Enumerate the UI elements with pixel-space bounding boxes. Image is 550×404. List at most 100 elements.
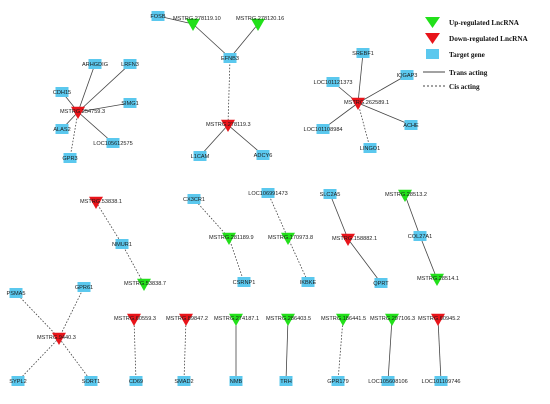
up-triangle-icon — [186, 18, 200, 31]
target-gene-node: NMB — [229, 376, 243, 386]
target-gene-node: ALAS2 — [53, 124, 71, 134]
up-lncrna-node: MSTRG.278119.10 — [173, 16, 221, 31]
down-lncrna-node: MSTRG.89847.2 — [166, 313, 208, 326]
trans-edge — [77, 63, 131, 113]
target-square-icon — [323, 189, 337, 199]
node-label: SLC2A5 — [320, 192, 341, 198]
trans-edge — [357, 74, 408, 104]
down-lncrna-node: MSTRG.158882.1 — [332, 233, 377, 246]
node-label: CD69 — [129, 379, 143, 385]
target-square-icon — [413, 231, 427, 241]
up-lncrna-node: MSTRG.28513.2 — [385, 189, 427, 202]
node-label: MSTRG.254759.3 — [60, 109, 105, 115]
legend-down-label: Down-regulated LncRNA — [449, 35, 529, 43]
target-square-icon — [123, 59, 137, 69]
up-triangle-icon — [281, 313, 295, 326]
target-gene-node: GPR61 — [75, 282, 93, 292]
node-label: MSTRG.274187.1 — [214, 316, 259, 322]
node-label: TRH — [280, 379, 292, 385]
target-square-icon — [237, 277, 251, 287]
target-gene-node: LOC101109746 — [421, 376, 461, 386]
target-gene-node: LOC101121373 — [313, 77, 353, 87]
up-lncrna-node: MSTRG.28514.1 — [417, 273, 459, 286]
node-label: MSTRG.186441.5 — [321, 316, 366, 322]
cis-edge — [95, 201, 123, 245]
trans-edge — [387, 318, 393, 382]
cis-edge — [58, 337, 92, 382]
trans-edge — [357, 52, 364, 104]
trans-edge — [419, 235, 438, 280]
node-label: MSTRG.170973.8 — [268, 235, 313, 241]
up-triangle-icon — [222, 232, 236, 245]
target-square-icon — [187, 194, 201, 204]
down-triangle-icon — [89, 196, 103, 209]
node-label: EFNB3 — [221, 56, 239, 62]
target-square-icon — [115, 239, 129, 249]
node-label: LOC101108984 — [303, 127, 342, 133]
node-label: SYPL2 — [9, 379, 26, 385]
target-gene-node: SORT1 — [82, 376, 101, 386]
node-label: FOSB — [150, 14, 165, 20]
target-gene-node: LRFN3 — [121, 59, 139, 69]
target-gene-node: ARHGDIG — [82, 59, 108, 69]
trans-edge — [404, 194, 421, 237]
down-triangle-icon — [127, 313, 141, 326]
node-label: ALAS2 — [53, 127, 70, 133]
legend-up-label: Up-regulated LncRNA — [449, 19, 520, 27]
down-triangle-icon — [52, 332, 66, 345]
trans-edge — [229, 23, 259, 59]
node-label: LRFN3 — [121, 62, 139, 68]
down-lncrna-node: MSTRG.278119.3 — [206, 119, 251, 132]
target-square-icon — [356, 48, 370, 58]
legend-target-label: Target gene — [449, 51, 485, 59]
legend-up-item: Up-regulated LncRNA — [425, 17, 520, 28]
legend-trans-item: Trans acting — [423, 69, 488, 77]
target-square-icon — [434, 376, 448, 386]
target-square-icon — [279, 376, 293, 386]
target-square-icon — [326, 77, 340, 87]
node-label: ADCY6 — [254, 153, 273, 159]
target-square-icon — [400, 70, 414, 80]
node-label: LOC105608106 — [368, 379, 408, 385]
target-gene-node: CSRNP1 — [233, 277, 255, 287]
target-gene-node: L1CAM — [191, 151, 210, 161]
target-square-icon — [381, 376, 395, 386]
target-square-icon — [301, 277, 315, 287]
trans-edge — [437, 318, 442, 382]
node-label: COL27A1 — [408, 234, 433, 240]
up-lncrna-node: MSTRG.186441.5 — [321, 313, 366, 326]
target-gene-node: SMAD2 — [174, 376, 194, 386]
node-label: LOC106991473 — [248, 191, 288, 197]
target-gene-node: TRH — [279, 376, 293, 386]
node-label: MSTRG.281189.9 — [209, 235, 254, 241]
cis-edge — [183, 318, 187, 382]
node-label: ACHE — [403, 123, 419, 129]
node-layer: FOSB MSTRG.278119.10 MSTRG.278120.16EFNB3M… — [7, 11, 461, 386]
legend-cis-item: Cis acting — [423, 83, 480, 91]
legend-target-square-icon — [426, 49, 439, 59]
node-label: MSTRG.278120.16 — [236, 16, 284, 22]
target-square-icon — [363, 143, 377, 153]
node-label: GPR179 — [327, 379, 348, 385]
target-gene-node: SREBF1 — [352, 48, 374, 58]
node-label: MSTRG.60559.3 — [114, 316, 156, 322]
target-square-icon — [223, 53, 237, 63]
target-gene-node: COL27A1 — [408, 231, 433, 241]
node-label: MSTRG.278119.10 — [173, 16, 221, 22]
target-square-icon — [84, 376, 98, 386]
up-lncrna-node: MSTRG.274187.1 — [214, 313, 259, 326]
node-label: SORT1 — [82, 379, 101, 385]
down-triangle-icon — [341, 233, 355, 246]
target-gene-node: GPR3 — [62, 153, 78, 163]
node-label: PSMA5 — [7, 291, 26, 297]
legend-down-triangle-icon — [425, 33, 440, 44]
cis-edge — [17, 337, 60, 382]
target-square-icon — [177, 376, 191, 386]
target-gene-node: FOSB — [150, 11, 166, 21]
node-label: MSTRG.28513.2 — [385, 192, 427, 198]
target-square-icon — [129, 376, 143, 386]
target-gene-node: LOC105608106 — [368, 376, 408, 386]
trans-edge — [77, 111, 114, 144]
trans-edge — [329, 193, 349, 240]
